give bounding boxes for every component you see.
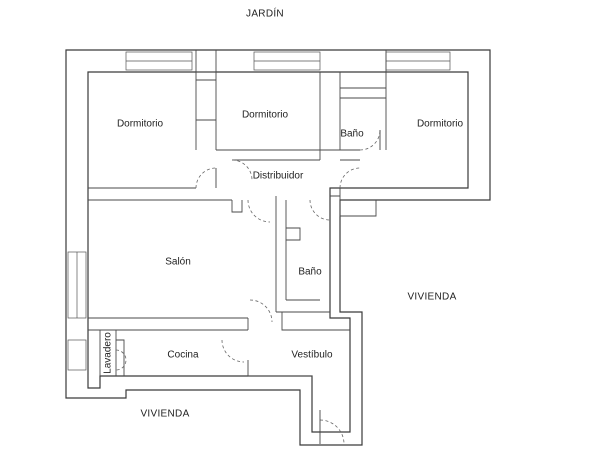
distributor-label: Distribuidor — [252, 170, 304, 182]
kitchen-label: Cocina — [167, 349, 199, 361]
laundry-label: Lavadero — [102, 332, 114, 374]
bedroom-right-label: Dormitorio — [416, 118, 464, 130]
doors — [115, 129, 381, 445]
bathroom-top-label: Baño — [340, 128, 364, 140]
bedroom-center-label: Dormitorio — [241, 109, 289, 121]
bathroom-center-label: Baño — [298, 266, 322, 278]
left-window — [67, 251, 87, 371]
bedroom-left-label: Dormitorio — [116, 118, 164, 130]
outer-walls — [65, 49, 491, 446]
living-room-label: Salón — [165, 256, 191, 268]
interior-walls — [88, 50, 387, 377]
dwelling-bottom-label: VIVIENDA — [140, 408, 190, 420]
garden-label: JARDÍN — [246, 8, 284, 20]
top-windows — [125, 51, 451, 71]
dwelling-right-label: VIVIENDA — [407, 291, 457, 303]
hall-label: Vestíbulo — [291, 349, 333, 361]
